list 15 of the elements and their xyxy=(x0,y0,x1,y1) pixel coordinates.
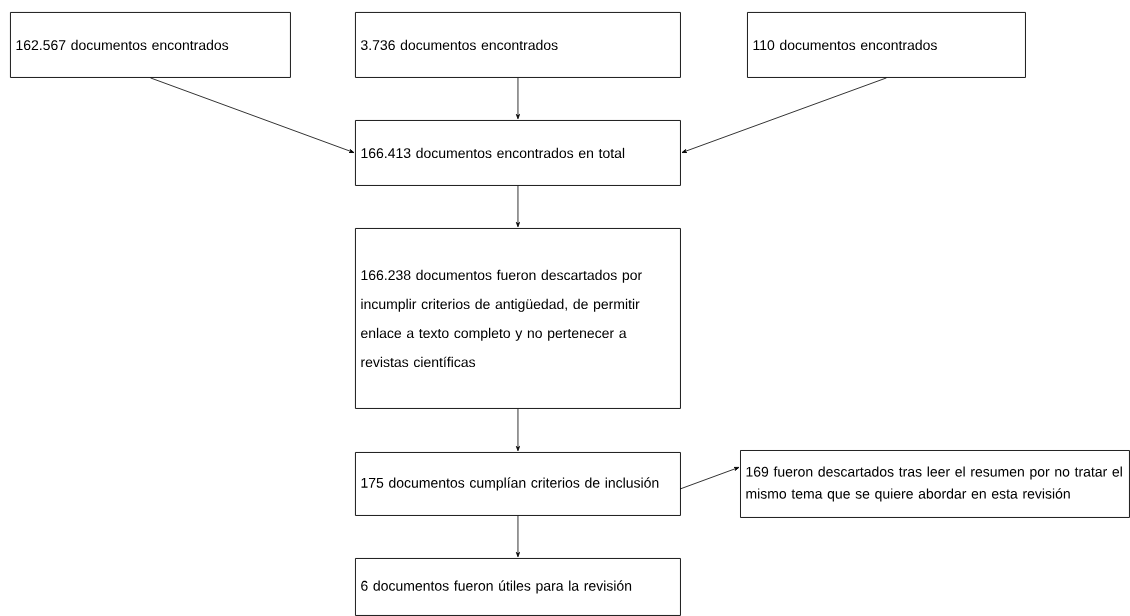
arrow xyxy=(515,185,520,228)
process-box: 3.736 documentos encontrados xyxy=(355,12,681,78)
process-box: 169 fueron descartados tras leer el resumen por no tratar el mismo tema que se quiere abordar en esta revisión xyxy=(740,450,1130,518)
process-box: 110 documentos encontrados xyxy=(747,12,1026,78)
arrow xyxy=(679,467,740,490)
arrow xyxy=(515,77,520,120)
arrow xyxy=(681,77,887,153)
process-box: 175 documentos cumplían criterios de inclusión xyxy=(355,452,681,516)
process-box: 166.238 documentos fueron descartados por incumplir criterios de antigüedad, de permitir enlace a texto completo y no pertenecer a revistas científicas xyxy=(355,228,681,409)
arrow xyxy=(150,77,355,153)
process-box: 6 documentos fueron útiles para la revisión xyxy=(355,558,681,616)
arrow xyxy=(515,515,520,558)
arrow xyxy=(515,408,520,452)
process-box: 166.413 documentos encontrados en total xyxy=(355,120,681,186)
process-box: 162.567 documentos encontrados xyxy=(10,12,291,78)
